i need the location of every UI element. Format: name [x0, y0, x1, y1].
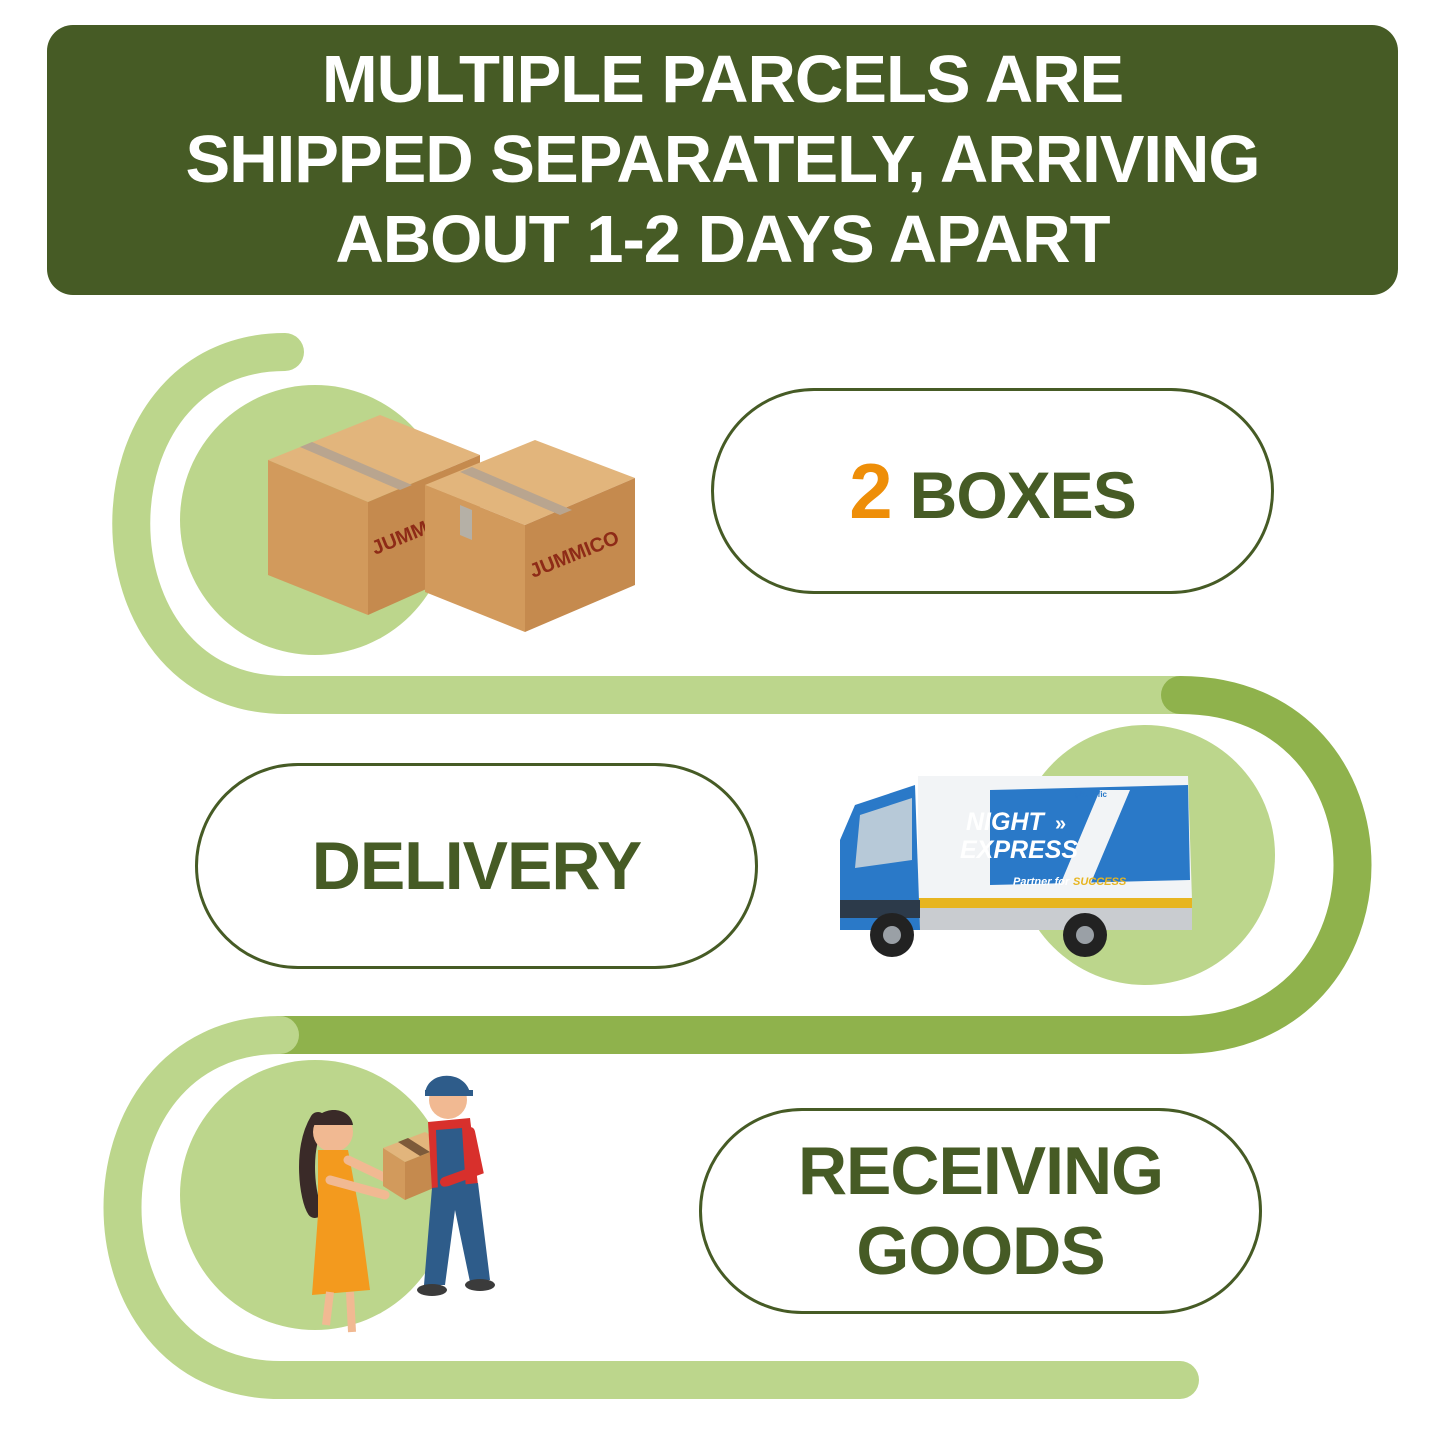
chevron-right-icon: »	[1055, 813, 1066, 835]
boxes-count: 2	[849, 446, 892, 535]
path-segment-3	[103, 1016, 1199, 1399]
path-segment-2	[261, 676, 1372, 1054]
step-receiving-pill: RECEIVING GOODS	[699, 1108, 1262, 1314]
truck-label-night: NIGHT	[966, 808, 1047, 836]
step-boxes-pill: 2 BOXES	[711, 388, 1274, 594]
header-line-2: SHIPPED SEPARATELY, ARRIVING	[185, 122, 1261, 197]
box-icon	[425, 440, 635, 525]
header-line-1: MULTIPLE PARCELS ARE	[321, 42, 1124, 117]
truck-logo: gbtraffic	[1075, 790, 1108, 799]
path-segment-1	[112, 333, 1199, 714]
boxes-label: BOXES	[909, 457, 1137, 532]
delivery-label: DELIVERY	[311, 828, 643, 904]
truck-tagline: Partner for	[1013, 876, 1070, 888]
header-banner: MULTIPLE PARCELS ARE SHIPPED SEPARATELY,…	[47, 25, 1398, 295]
receiving-label-line-2: GOODS	[856, 1213, 1105, 1289]
receiving-label-line-1: RECEIVING	[797, 1133, 1164, 1209]
header-line-3: ABOUT 1-2 DAYS APART	[335, 202, 1110, 277]
step-delivery-pill: DELIVERY	[195, 763, 758, 969]
truck-tagline-accent: SUCCESS	[1073, 876, 1127, 888]
truck-label-express: EXPRESS	[960, 836, 1078, 864]
